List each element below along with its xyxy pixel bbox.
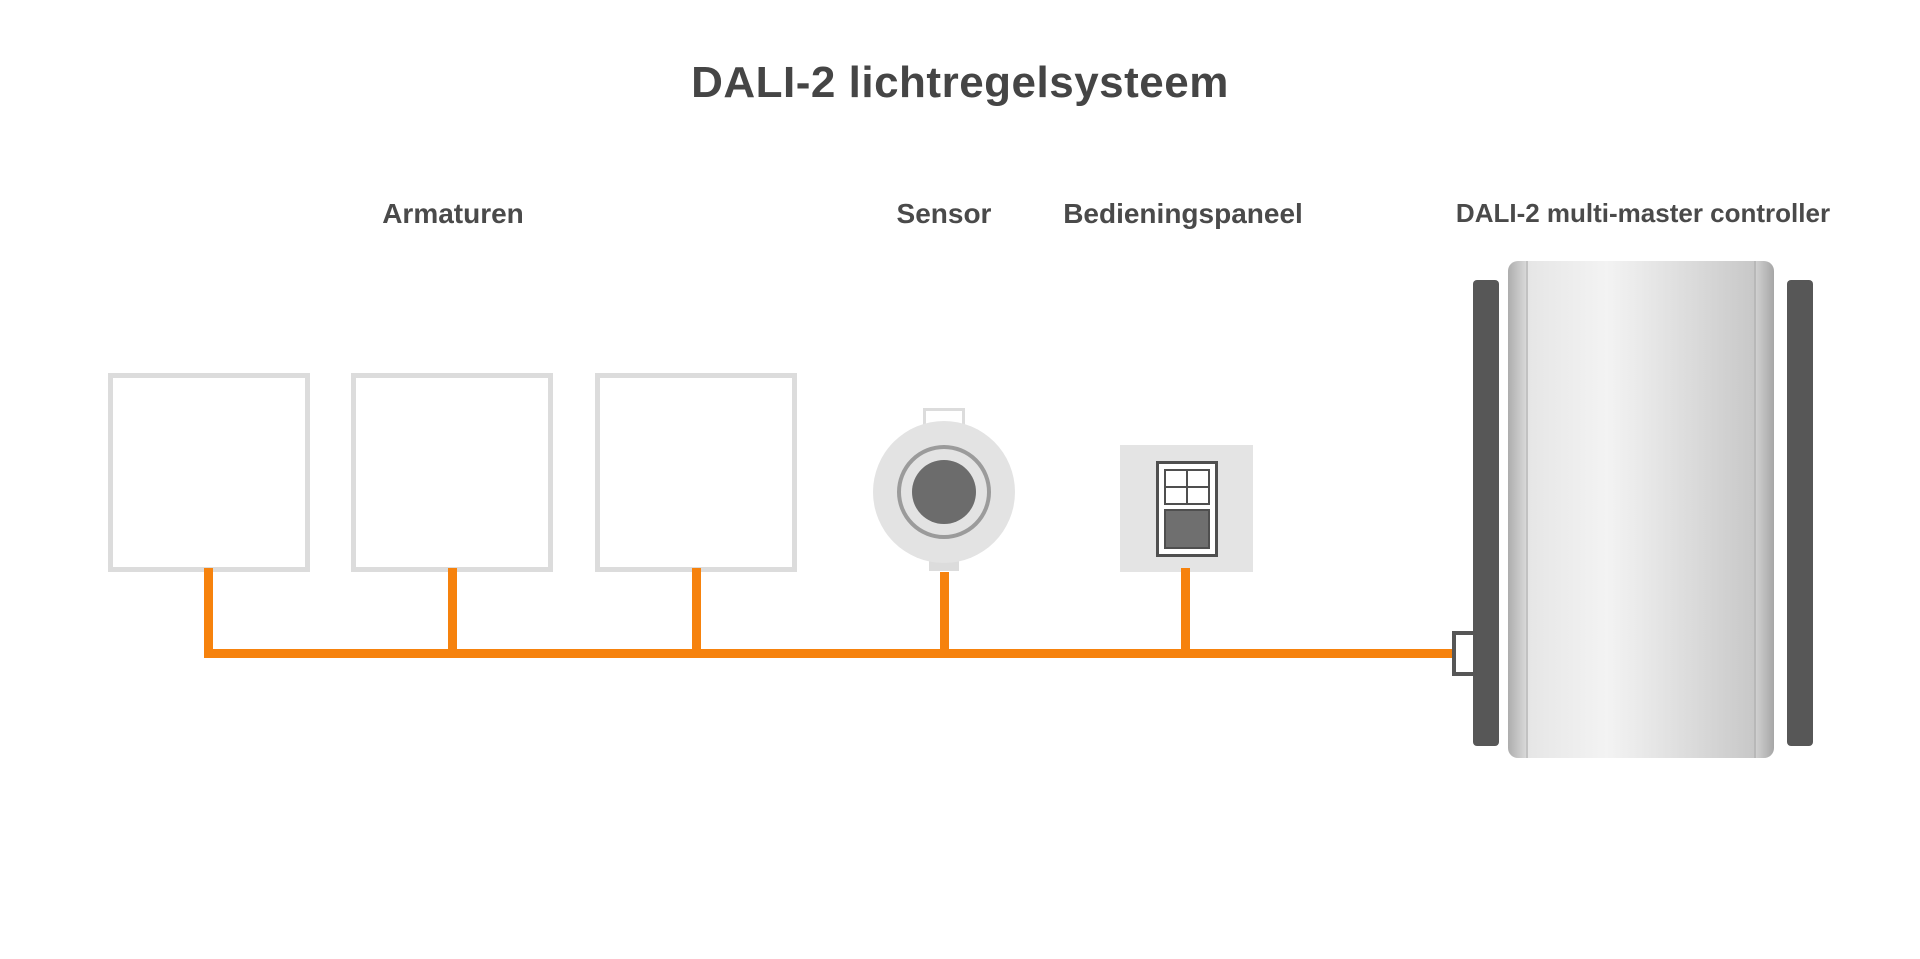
panel-button xyxy=(1187,470,1208,486)
label-bedieningspaneel: Bedieningspaneel xyxy=(1063,198,1303,229)
bus-drop-luminaire-1 xyxy=(204,568,213,658)
controller-icon xyxy=(1508,261,1774,758)
sensor-lens xyxy=(912,460,976,524)
label-armaturen: Armaturen xyxy=(382,198,524,229)
label-sensor: Sensor xyxy=(896,198,992,229)
controller-body xyxy=(1528,261,1754,758)
controller-rim-left xyxy=(1508,261,1528,758)
bus-drop-luminaire-3 xyxy=(692,568,701,658)
page-title: DALI-2 lichtregelsysteem xyxy=(691,58,1229,107)
control-panel-faceplate xyxy=(1155,460,1218,557)
bus-drop-luminaire-2 xyxy=(448,568,457,658)
luminaire-icon-2 xyxy=(351,373,553,572)
control-panel-buttons xyxy=(1163,468,1210,505)
bus-connector xyxy=(1452,631,1477,676)
sensor-icon xyxy=(873,408,1015,571)
luminaire-icon-1 xyxy=(108,373,310,572)
controller-end-cap-left xyxy=(1473,280,1499,746)
panel-button xyxy=(1165,470,1186,486)
dali-bus-line xyxy=(204,649,1458,658)
bus-drop-sensor xyxy=(940,572,949,658)
label-controller: DALI-2 multi-master controller xyxy=(1455,198,1831,228)
luminaire-icon-3 xyxy=(595,373,797,572)
bus-drop-panel xyxy=(1181,568,1190,658)
sensor-ring xyxy=(897,445,991,539)
control-panel-icon xyxy=(1120,445,1253,572)
control-panel-screen xyxy=(1163,508,1210,549)
controller-rim-right xyxy=(1754,261,1774,758)
panel-button xyxy=(1187,487,1208,503)
controller-end-cap-right xyxy=(1787,280,1813,746)
panel-button xyxy=(1165,487,1186,503)
